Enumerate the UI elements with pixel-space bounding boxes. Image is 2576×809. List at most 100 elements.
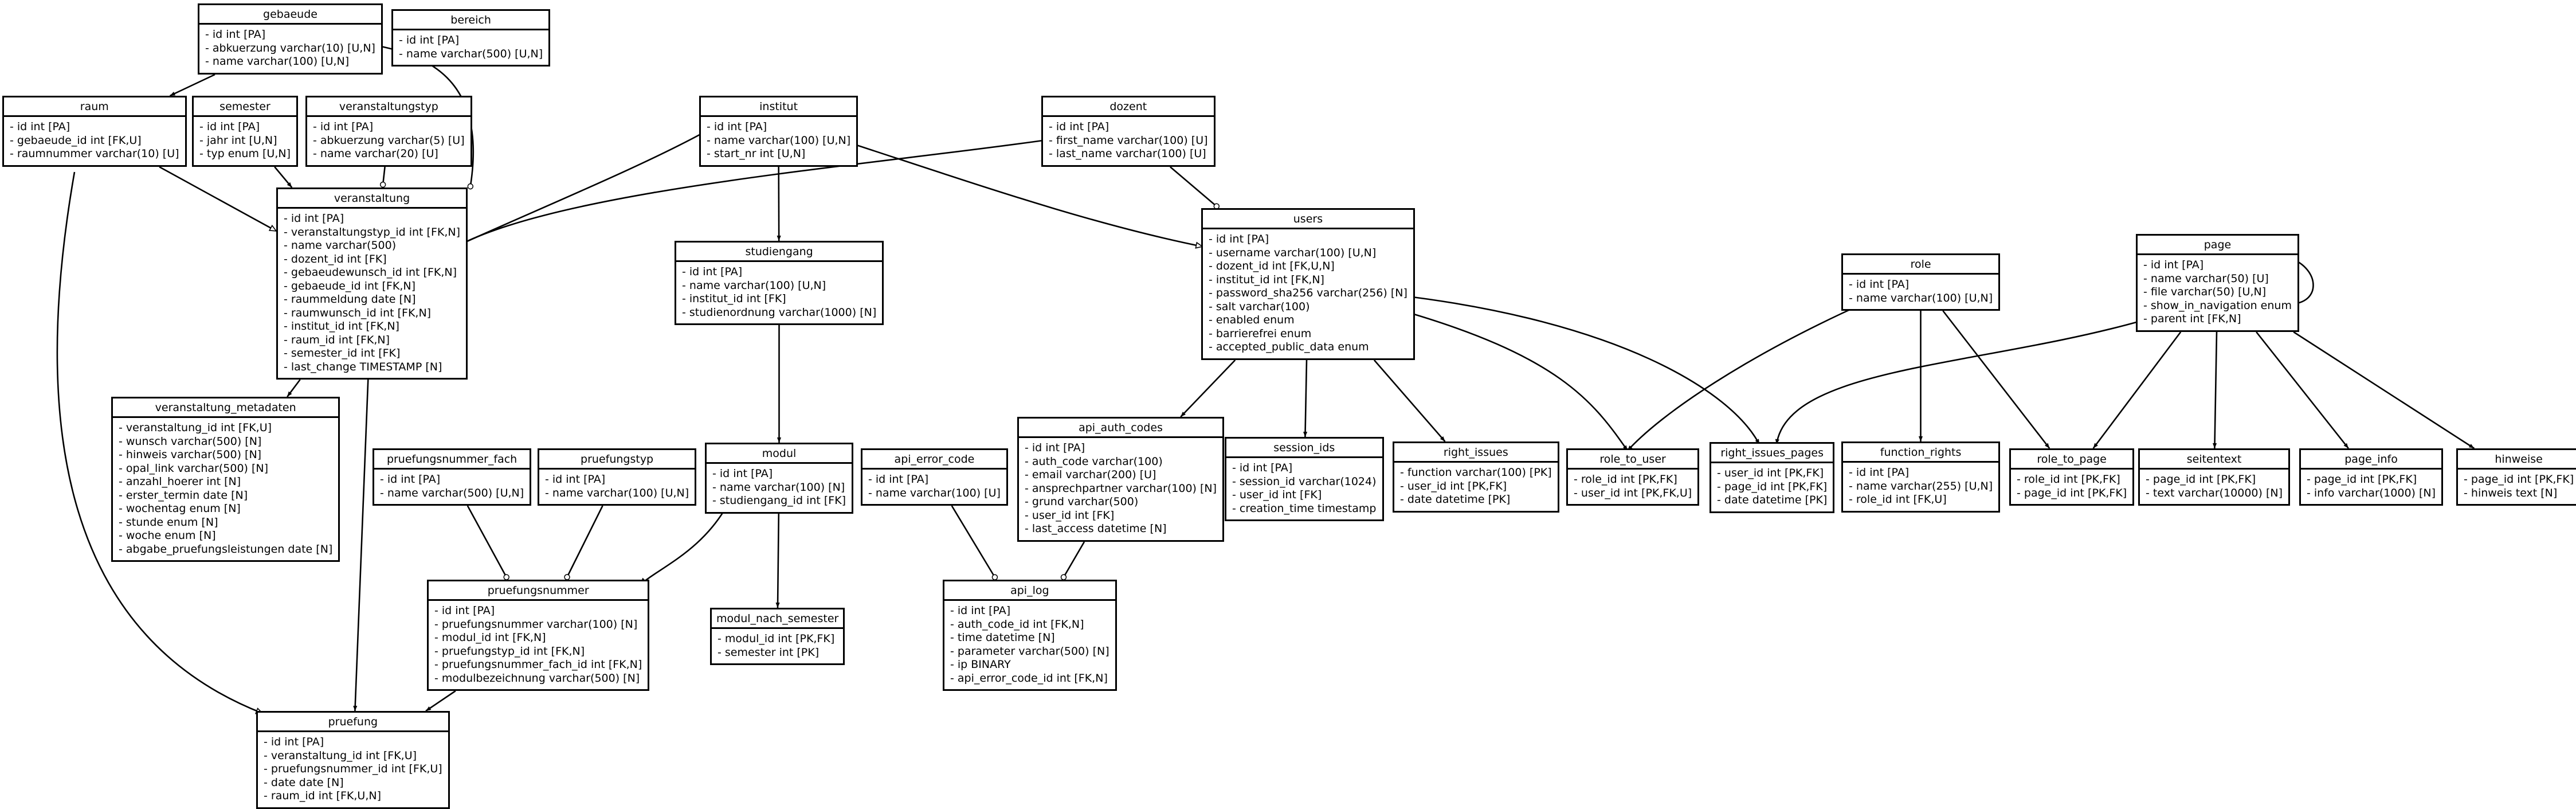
table-fields: - id int [PA]- name varchar(100) [U] [862,470,1006,504]
relation-page-to-page_info [2256,331,2349,449]
table-fields: - id int [PA]- abkuerzung varchar(5) [U]… [307,117,470,165]
table-field: - wochentag enum [N] [119,502,241,515]
relation-users-to-role_to_user [1398,308,1629,451]
table-field: - name varchar(500) [U,N] [399,47,543,60]
table-field: - name varchar(100) [U,N] [1849,291,1993,304]
table-fields: - id int [PA]- username varchar(100) [U,… [1203,229,1413,358]
table-fields: - role_id int [PK,FK]- user_id int [PK,F… [1568,470,1697,504]
table-field: - id int [PA] [205,28,266,41]
table-api_auth_codes: api_auth_codes- id int [PA]- auth_code v… [1017,417,1225,542]
table-fields: - role_id int [PK,FK]- page_id int [PK,F… [2011,470,2132,504]
table-field: - raum_id int [FK,N] [284,333,390,346]
table-field: - abkuerzung varchar(10) [U,N] [205,41,375,54]
table-pruefungsnummer_fach: pruefungsnummer_fach- id int [PA]- name … [373,448,532,506]
table-title: seitentext [2140,450,2289,470]
table-field: - name varchar(100) [U,N] [682,279,826,292]
table-field: - id int [PA] [1849,278,1910,291]
table-field: - page_id int [PK,FK] [1717,480,1828,493]
table-api_error_code: api_error_code- id int [PA]- name varcha… [861,448,1008,506]
table-fields: - page_id int [PK,FK]- text varchar(1000… [2140,470,2288,504]
table-field: - id int [PA] [950,604,1011,617]
relation-users-to-api_auth_codes [1180,359,1236,417]
table-page: page- id int [PA]- name varchar(50) [U]-… [2136,234,2299,332]
table-title: right_issues [1394,443,1558,463]
relation-users-to-session_ids [1303,359,1308,437]
table-field: - id int [PA] [264,736,324,748]
table-field: - user_id int [FK] [1025,509,1115,522]
table-title: hinweise [2458,450,2576,470]
table-field: - name varchar(100) [U,N] [205,55,350,68]
table-field: - email varchar(200) [U] [1025,468,1156,481]
table-field: - username varchar(100) [U,N] [1209,246,1377,259]
table-veranstaltung: veranstaltung- id int [PA]- veranstaltun… [276,187,468,380]
relation-pruefungstyp-to-pruefungsnummer [564,505,603,580]
table-field: - studiengang_id int [FK] [712,494,846,507]
table-field: - id int [PA] [1232,462,1293,474]
table-field: - gebaeudewunsch_id int [FK,N] [284,266,457,279]
table-field: - user_id int [PK,FK] [1400,479,1507,493]
table-fields: - id int [PA]- gebaeude_id int [FK,U]- r… [4,117,185,165]
table-fields: - page_id int [PK,FK]- hinweis text [N] [2458,470,2576,504]
table-field: - ip BINARY [950,658,1011,671]
table-field: - abkuerzung varchar(5) [U] [313,134,465,147]
table-field: - page_id int [PK,FK] [2464,473,2574,486]
table-field: - id int [PA] [707,120,767,133]
table-fields: - id int [PA]- auth_code_id int [FK,N]- … [944,601,1115,689]
table-field: - name varchar(255) [U,N] [1849,479,1993,493]
table-title: pruefungsnummer_fach [374,450,530,470]
table-title: bereich [393,11,549,30]
table-fields: - veranstaltung_id int [FK,U]- wunsch va… [113,418,338,560]
table-field: - last_name varchar(100) [U] [1049,147,1206,160]
table-field: - salt varchar(100) [1209,300,1310,313]
table-title: users [1203,210,1413,229]
relation-modul-to-pruefungsnummer [640,498,732,585]
table-field: - abgabe_pruefungsleistungen date [N] [119,542,333,556]
table-field: - gebaeude_id int [FK,N] [284,279,415,292]
table-field: - typ enum [U,N] [199,147,291,160]
table-field: - password_sha256 varchar(256) [N] [1209,287,1407,299]
table-title: modul_nach_semester [712,609,844,629]
table-field: - institut_id int [FK,N] [1209,273,1324,286]
table-fields: - id int [PA]- name varchar(500) [U,N] [374,470,530,504]
table-fields: - id int [PA]- name varchar(100) [U,N] [1843,275,1998,309]
table-field: - ansprechpartner varchar(100) [N] [1025,482,1217,495]
relation-pruefungsnummer-to-pruefung [425,690,456,712]
table-fields: - id int [PA]- name varchar(50) [U]- fil… [2138,255,2297,330]
table-field: - wunsch varchar(500) [N] [119,435,262,448]
table-title: api_auth_codes [1019,419,1223,438]
relation-raum-to-pruefung [56,171,262,713]
table-field: - id int [PA] [380,473,441,486]
table-field: - studienordnung varchar(1000) [N] [682,306,877,319]
table-field: - erster_termin date [N] [119,488,248,502]
table-role_to_page: role_to_page- role_id int [PK,FK]- page_… [2009,448,2135,506]
table-field: - dozent_id int [FK] [284,252,387,265]
table-fields: - id int [PA]- veranstaltungstyp_id int … [278,209,466,378]
table-fields: - modul_id int [PK,FK]- semester int [PK… [712,629,843,663]
table-field: - page_id int [PK,FK] [2017,486,2127,499]
table-title: studiengang [676,243,883,262]
table-field: - semester int [PK] [717,646,820,659]
table-field: - name varchar(50) [U] [2143,272,2269,285]
table-field: - text varchar(10000) [N] [2146,486,2283,499]
table-fields: - id int [PA]- jahr int [U,N]- typ enum … [194,117,296,165]
table-fields: - id int [PA]- name varchar(100) [U,N]- … [676,262,882,323]
table-field: - id int [PA] [284,212,344,225]
table-field: - name varchar(100) [N] [712,480,845,494]
table-field: - raummeldung date [N] [284,293,416,306]
relation-page-to-page [2290,257,2314,304]
table-field: - role_id int [PK,FK] [2017,473,2120,486]
table-field: - id int [PA] [868,473,929,486]
table-hinweise: hinweise- page_id int [PK,FK]- hinweis t… [2456,448,2576,506]
table-title: gebaeude [199,5,381,25]
table-dozent: dozent- id int [PA]- first_name varchar(… [1041,96,1216,167]
table-field: - accepted_public_data enum [1209,341,1369,353]
table-veranstaltungstyp: veranstaltungstyp- id int [PA]- abkuerzu… [305,96,472,167]
relation-veranstaltung-to-veranstaltung_metadaten [287,379,301,397]
relation-page-to-role_to_page [2092,331,2182,449]
relation-veranstaltung-to-pruefung [353,379,369,712]
table-field: - stunde enum [N] [119,515,218,529]
table-field: - id int [PA] [1049,120,1109,133]
table-field: - hinweis varchar(500) [N] [119,448,262,461]
relation-semester-to-veranstaltung [274,166,293,188]
table-institut: institut- id int [PA]- name varchar(100)… [699,96,858,167]
